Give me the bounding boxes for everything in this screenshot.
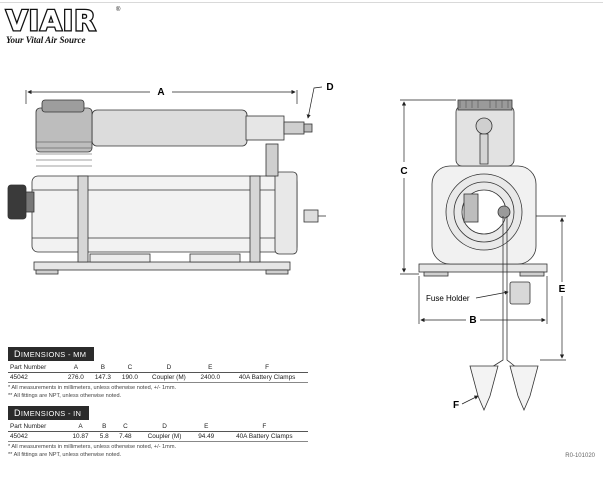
table-cell: 7.48 — [113, 431, 138, 442]
table-cell: Coupler (M) — [143, 372, 195, 383]
dimension-c — [400, 99, 456, 275]
table-cell: 10.87 — [66, 431, 95, 442]
table-cell: 2400.0 — [194, 372, 227, 383]
header-cell: A — [66, 422, 95, 432]
table-cell: 45042 — [8, 372, 63, 383]
dimensions-mm-table: Part Number A B C D E F 45042 276.0 147.… — [8, 363, 308, 383]
dimensions-mm-title: Dimensions - mm — [8, 347, 95, 361]
label-e: E — [559, 284, 566, 295]
header-cell: B — [89, 363, 117, 373]
dimensions-mm-block: Dimensions - mm Part Number A B C D E F … — [8, 344, 308, 400]
header-cell: F — [226, 363, 308, 373]
label-a: A — [157, 87, 164, 98]
registered-mark: ® — [116, 7, 121, 13]
dimension-b — [418, 276, 548, 324]
footnote: * All measurements in millimeters, unles… — [8, 385, 177, 391]
label-d: D — [326, 82, 333, 93]
header-cell: D — [137, 422, 192, 432]
header-cell: Part Number — [8, 363, 63, 373]
table-cell: 190.0 — [116, 372, 144, 383]
battery-clamps — [469, 365, 539, 412]
header-cell: C — [116, 363, 144, 373]
front-view — [418, 99, 548, 373]
table-row: 45042 276.0 147.3 190.0 Coupler (M) 2400… — [8, 372, 308, 383]
footnote: ** All fittings are NPT, unless otherwis… — [8, 392, 122, 399]
dimensions-in-block: Dimensions - in Part Number A B C D E F … — [8, 403, 308, 459]
dimensions-in-title: Dimensions - in — [8, 406, 90, 420]
document-number: R0-101020 — [565, 453, 595, 459]
table-cell: 94.49 — [191, 431, 221, 442]
header-cell: F — [220, 422, 308, 432]
table-cell: 40A Battery Clamps — [220, 431, 308, 442]
brand-tagline: Your Vital Air Source — [6, 35, 86, 45]
header-cell: Part Number — [8, 422, 67, 432]
header-cell: E — [194, 363, 227, 373]
table-cell: Coupler (M) — [137, 431, 192, 442]
header-cell: A — [62, 363, 90, 373]
side-view — [7, 99, 326, 275]
header-cell: C — [113, 422, 138, 432]
brand-name: VIAIR — [5, 4, 97, 37]
footnote: ** All fittings are NPT, unless otherwis… — [8, 451, 122, 458]
dimension-e — [536, 215, 566, 361]
header-cell: E — [191, 422, 221, 432]
header-cell: B — [94, 422, 114, 432]
table-cell: 147.3 — [89, 372, 117, 383]
dimension-f — [461, 395, 479, 405]
header-cell: D — [143, 363, 195, 373]
viair-logo: VIAIR ® — [5, 4, 121, 37]
table-cell: 45042 — [8, 431, 67, 442]
table-cell: 40A Battery Clamps — [226, 372, 308, 383]
top-rule — [0, 2, 603, 3]
dimension-a — [25, 89, 298, 104]
table-row: 45042 10.87 5.8 7.48 Coupler (M) 94.49 4… — [8, 431, 308, 442]
table-cell: 5.8 — [94, 431, 114, 442]
label-fuse-holder: Fuse Holder — [426, 294, 470, 303]
footnote: * All measurements in millimeters, unles… — [8, 444, 177, 450]
table-header-row: Part Number A B C D E F — [8, 422, 308, 432]
table-cell: 276.0 — [62, 372, 90, 383]
dimension-d — [306, 86, 323, 119]
fuse-holder-leader — [475, 290, 509, 299]
label-c: C — [400, 166, 407, 177]
dimensions-in-table: Part Number A B C D E F 45042 10.87 5.8 … — [8, 422, 308, 442]
label-b: B — [469, 315, 476, 326]
table-header-row: Part Number A B C D E F — [8, 363, 308, 373]
label-f: F — [453, 400, 459, 411]
